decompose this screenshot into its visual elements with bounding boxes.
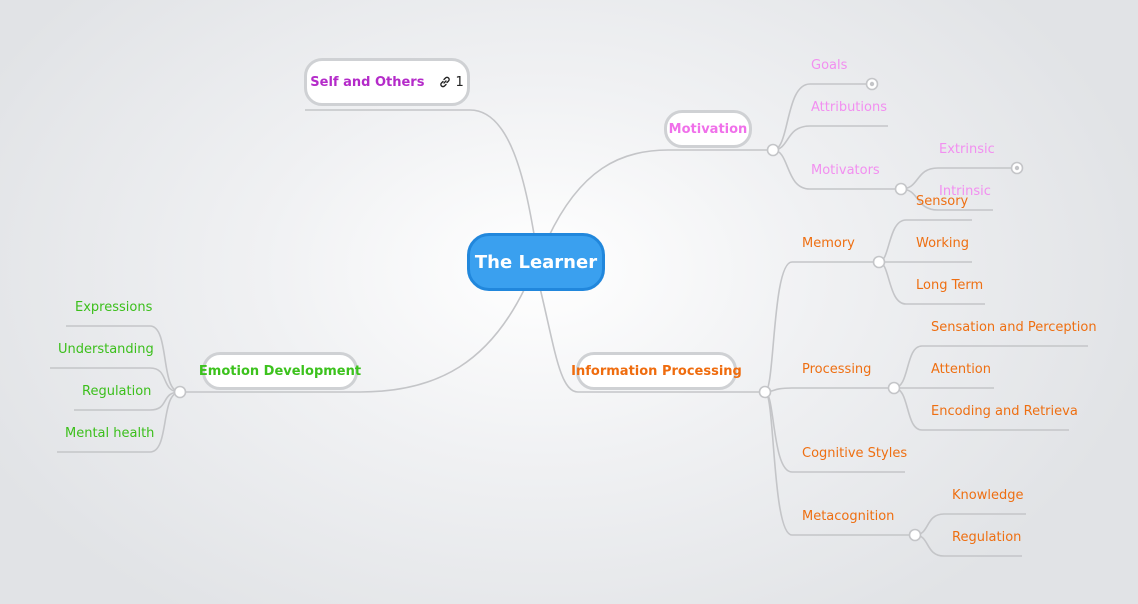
subtopic-expressions[interactable]: Expressions: [75, 300, 153, 315]
topic-information-processing-label: Information Processing: [571, 363, 742, 379]
subtopic-memory[interactable]: Memory: [802, 236, 855, 251]
subtopic-long-term[interactable]: Long Term: [916, 278, 984, 293]
topic-self-and-others[interactable]: Self and Others 1: [304, 58, 470, 106]
metacognition-node: [908, 528, 922, 542]
subtopic-encoding-retrieval[interactable]: Encoding and Retrieva: [931, 404, 1078, 419]
subtopic-mental-health[interactable]: Mental health: [65, 426, 155, 441]
subtopic-attributions[interactable]: Attributions: [811, 100, 887, 115]
central-topic-label: The Learner: [474, 251, 598, 273]
topic-motivation[interactable]: Motivation: [664, 110, 752, 148]
subtopic-attention[interactable]: Attention: [931, 362, 991, 377]
processing-node: [887, 381, 901, 395]
subtopic-intrinsic[interactable]: Intrinsic: [939, 184, 991, 199]
connector-self-others: [305, 109, 536, 241]
subtopic-goals[interactable]: Goals: [811, 58, 848, 73]
subtopic-metacognition[interactable]: Metacognition: [802, 509, 895, 524]
link-icon: [440, 76, 451, 88]
subtopic-knowledge[interactable]: Knowledge: [952, 488, 1024, 503]
subtopic-sensation-perception[interactable]: Sensation and Perception: [931, 320, 1097, 335]
subtopic-processing[interactable]: Processing: [802, 362, 872, 377]
subtopic-understanding[interactable]: Understanding: [58, 342, 154, 357]
subtopic-cognitive-styles[interactable]: Cognitive Styles: [802, 446, 908, 461]
link-count: 1: [455, 74, 464, 90]
connector-emotion: [180, 287, 526, 393]
info-node: [758, 385, 772, 399]
link-badge[interactable]: 1: [438, 74, 464, 90]
subtopic-working[interactable]: Working: [916, 236, 970, 251]
connector-motivation: [547, 149, 773, 239]
motivation-node: [766, 143, 780, 157]
topic-emotion-development[interactable]: Emotion Development: [198, 352, 362, 390]
subtopic-motivators[interactable]: Motivators: [811, 163, 880, 178]
emotion-node: [173, 385, 187, 399]
subtopic-extrinsic[interactable]: Extrinsic: [939, 142, 995, 157]
memory-node: [872, 255, 886, 269]
subtopic-regulation-emotion[interactable]: Regulation: [82, 384, 152, 399]
topic-information-processing[interactable]: Information Processing: [571, 352, 742, 390]
topic-motivation-label: Motivation: [668, 121, 748, 137]
topic-emotion-development-label: Emotion Development: [198, 363, 362, 379]
central-topic[interactable]: The Learner: [467, 233, 605, 291]
topic-self-and-others-label: Self and Others: [310, 74, 425, 90]
subtopic-regulation-meta[interactable]: Regulation: [952, 530, 1022, 545]
subtopic-sensory[interactable]: Sensory: [916, 194, 969, 209]
connector-info: [539, 287, 765, 393]
motivators-node: [894, 182, 908, 196]
